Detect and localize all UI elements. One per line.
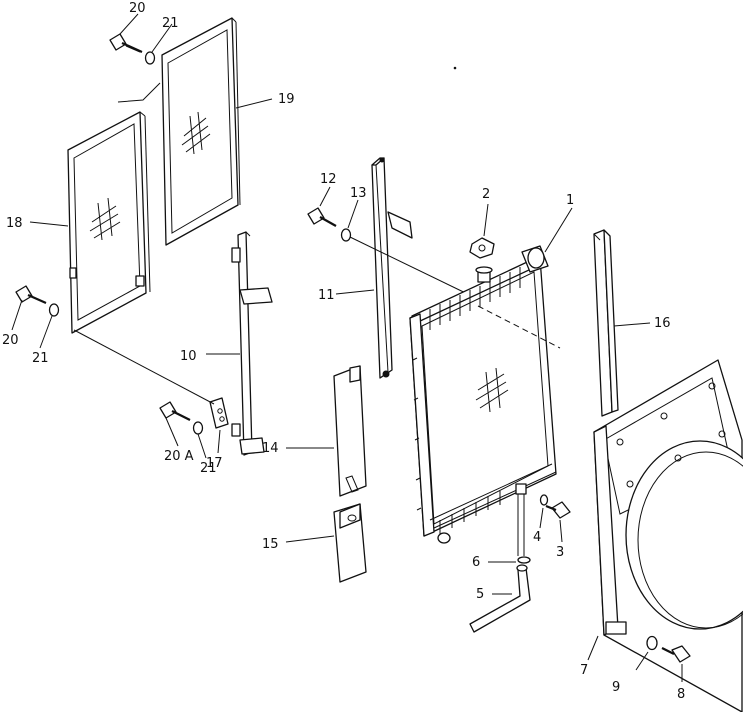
leader-3: [559, 519, 563, 543]
leader-7: [587, 635, 599, 661]
bolt-20a: [159, 401, 191, 421]
callout-20a: 20 A: [164, 449, 194, 464]
leader-20-left: [11, 299, 23, 331]
leader-21-top: [151, 23, 173, 53]
washer-21-mid: [192, 421, 204, 435]
leader-19: [235, 98, 273, 109]
assembly-line-13-radiator: [349, 236, 481, 301]
part-18-lower-screen: [67, 111, 151, 334]
leader-4: [539, 507, 544, 529]
callout-6: 6: [472, 555, 480, 570]
callout-4: 4: [533, 530, 541, 545]
bolt-20-upper: [109, 33, 143, 54]
leader-1: [544, 207, 573, 253]
part-2-cap: [469, 237, 495, 259]
callout-14: 14: [262, 441, 279, 456]
callout-17: 17: [206, 456, 223, 471]
part-19-upper-screen: [161, 17, 241, 246]
callout-2: 2: [482, 187, 490, 202]
callout-15: 15: [262, 537, 279, 552]
leader-20a: [165, 417, 179, 447]
part-4-o-ring: [539, 494, 549, 506]
callout-19: 19: [278, 92, 295, 107]
leader-15: [285, 535, 335, 543]
part-10-bracket: [231, 231, 273, 456]
leader-12: [319, 186, 331, 207]
part-17-clip: [209, 397, 241, 437]
washer-21-upper: [144, 51, 156, 65]
callout-5: 5: [476, 587, 484, 602]
leader-18: [29, 221, 69, 227]
callout-10: 10: [180, 349, 197, 364]
bolt-12: [307, 207, 337, 227]
part-3-plug: [545, 501, 571, 519]
washer-13: [340, 228, 352, 242]
screen-link-line: [117, 82, 161, 103]
assembly-line-18-17: [73, 329, 215, 405]
part-11-upright: [371, 157, 413, 379]
callout-16: 16: [654, 316, 671, 331]
part-14-block: [333, 365, 367, 497]
assembly-line-dashed: [477, 305, 561, 349]
leader-13: [347, 199, 359, 229]
bolt-8: [661, 645, 691, 663]
bolt-20-left: [15, 285, 47, 305]
part-15-block: [333, 503, 367, 583]
callout-20-top: 20: [129, 1, 146, 16]
leader-17: [217, 429, 221, 454]
callout-3: 3: [556, 545, 564, 560]
callout-20-left: 20: [2, 333, 19, 348]
callout-11: 11: [318, 288, 335, 303]
callout-21-mid: 21: [200, 461, 217, 476]
callout-18: 18: [6, 216, 23, 231]
leader-16: [613, 322, 651, 327]
leader-21-mid: [197, 433, 207, 459]
leader-9: [635, 651, 649, 671]
callout-1: 1: [566, 193, 574, 208]
part-7-fan-shroud: [593, 359, 743, 712]
part-6-clamp: [517, 494, 531, 564]
callout-21-top: 21: [162, 16, 179, 31]
callout-12: 12: [320, 172, 337, 187]
callout-21-left: 21: [32, 351, 49, 366]
callout-7: 7: [580, 663, 588, 678]
leader-20-top: [119, 13, 139, 35]
part-5-hose: [469, 564, 531, 633]
callout-8: 8: [677, 687, 685, 702]
callout-13: 13: [350, 186, 367, 201]
leader-21-left: [39, 315, 53, 349]
leader-11: [335, 289, 375, 295]
washer-21-left: [48, 303, 60, 317]
stray-dot: [453, 66, 457, 70]
part-16-strip: [593, 229, 619, 417]
callout-9: 9: [612, 680, 620, 695]
leader-2: [483, 203, 489, 237]
washer-9: [646, 635, 658, 651]
part-1-radiator: [409, 245, 557, 544]
